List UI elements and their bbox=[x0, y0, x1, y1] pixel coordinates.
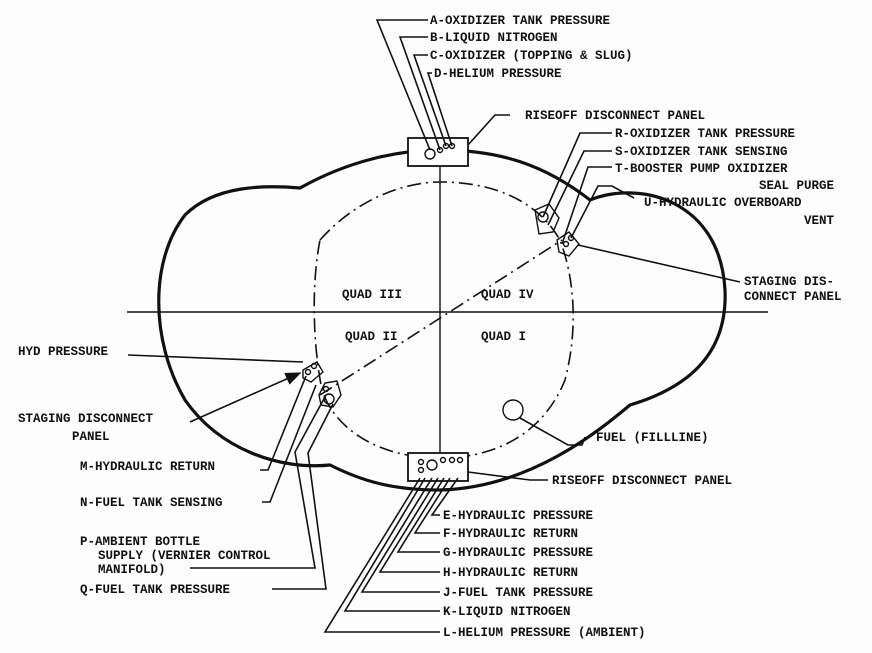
label-s: S-OXIDIZER TANK SENSING bbox=[615, 145, 788, 159]
label-a: A-OXIDIZER TANK PRESSURE bbox=[430, 14, 610, 28]
connector-bottom bbox=[456, 456, 464, 464]
connector-bottom bbox=[417, 466, 425, 474]
label-riseoff-top: RISEOFF DISCONNECT PANEL bbox=[525, 109, 705, 123]
vehicle-outline bbox=[157, 148, 727, 492]
label-quad-i: QUAD I bbox=[481, 330, 526, 344]
label-staging-right-line1: STAGING DIS- bbox=[744, 275, 834, 289]
label-b: B-LIQUID NITROGEN bbox=[430, 31, 558, 45]
connector-r bbox=[537, 211, 549, 223]
label-c: C-OXIDIZER (TOPPING & SLUG) bbox=[430, 49, 633, 63]
label-quad-iii: QUAD III bbox=[342, 288, 402, 302]
connector-n bbox=[322, 385, 330, 393]
staging-panel-right-lower bbox=[556, 231, 580, 257]
label-k: K-LIQUID NITROGEN bbox=[443, 605, 571, 619]
diagonal-dashed-line bbox=[319, 239, 563, 396]
connector-hyd bbox=[304, 368, 312, 376]
label-t-line2: SEAL PURGE bbox=[759, 179, 834, 193]
connector-c bbox=[442, 142, 450, 150]
label-n: N-FUEL TANK SENSING bbox=[80, 496, 223, 510]
connector-u bbox=[567, 234, 575, 242]
label-staging-left-line2: PANEL bbox=[72, 430, 110, 444]
connector-t bbox=[562, 240, 570, 248]
label-t-line1: T-BOOSTER PUMP OXIDIZER bbox=[615, 162, 788, 176]
label-u-line2: VENT bbox=[804, 214, 835, 228]
label-hyd-pressure: HYD PRESSURE bbox=[18, 345, 108, 359]
label-staging-right-line2: CONNECT PANEL bbox=[744, 290, 842, 304]
staging-panel-right-upper bbox=[534, 203, 560, 235]
inner-tank-outline bbox=[313, 181, 574, 459]
label-h: H-HYDRAULIC RETURN bbox=[443, 566, 578, 580]
connector-hyd bbox=[310, 362, 318, 370]
label-p-line2: SUPPLY (VERNIER CONTROL bbox=[98, 549, 271, 563]
label-j: J-FUEL TANK PRESSURE bbox=[443, 586, 593, 600]
label-quad-iv: QUAD IV bbox=[481, 288, 534, 302]
label-u-line1: U-HYDRAULIC OVERBOARD bbox=[644, 196, 802, 210]
label-l: L-HELIUM PRESSURE (AMBIENT) bbox=[443, 626, 646, 640]
label-m: M-HYDRAULIC RETURN bbox=[80, 460, 215, 474]
label-f: F-HYDRAULIC RETURN bbox=[443, 527, 578, 541]
label-riseoff-bottom: RISEOFF DISCONNECT PANEL bbox=[552, 474, 732, 488]
label-quad-ii: QUAD II bbox=[345, 330, 398, 344]
label-q: Q-FUEL TANK PRESSURE bbox=[80, 583, 230, 597]
label-d: D-HELIUM PRESSURE bbox=[434, 67, 562, 81]
label-p-line3: MANIFOLD) bbox=[98, 563, 166, 577]
connector-bottom-large bbox=[426, 459, 438, 471]
connector-bottom bbox=[439, 456, 447, 464]
label-fuel-fillline: FUEL (FILLLINE) bbox=[596, 431, 709, 445]
label-staging-left-line1: STAGING DISCONNECT bbox=[18, 412, 154, 426]
fuel-fillline-port bbox=[502, 399, 524, 421]
connector-b bbox=[436, 146, 444, 154]
connector-bottom bbox=[417, 458, 425, 466]
label-r: R-OXIDIZER TANK PRESSURE bbox=[615, 127, 795, 141]
label-p-line1: P-AMBIENT BOTTLE bbox=[80, 535, 200, 549]
connector-bottom bbox=[448, 456, 456, 464]
label-e: E-HYDRAULIC PRESSURE bbox=[443, 509, 593, 523]
label-g: G-HYDRAULIC PRESSURE bbox=[443, 546, 593, 560]
